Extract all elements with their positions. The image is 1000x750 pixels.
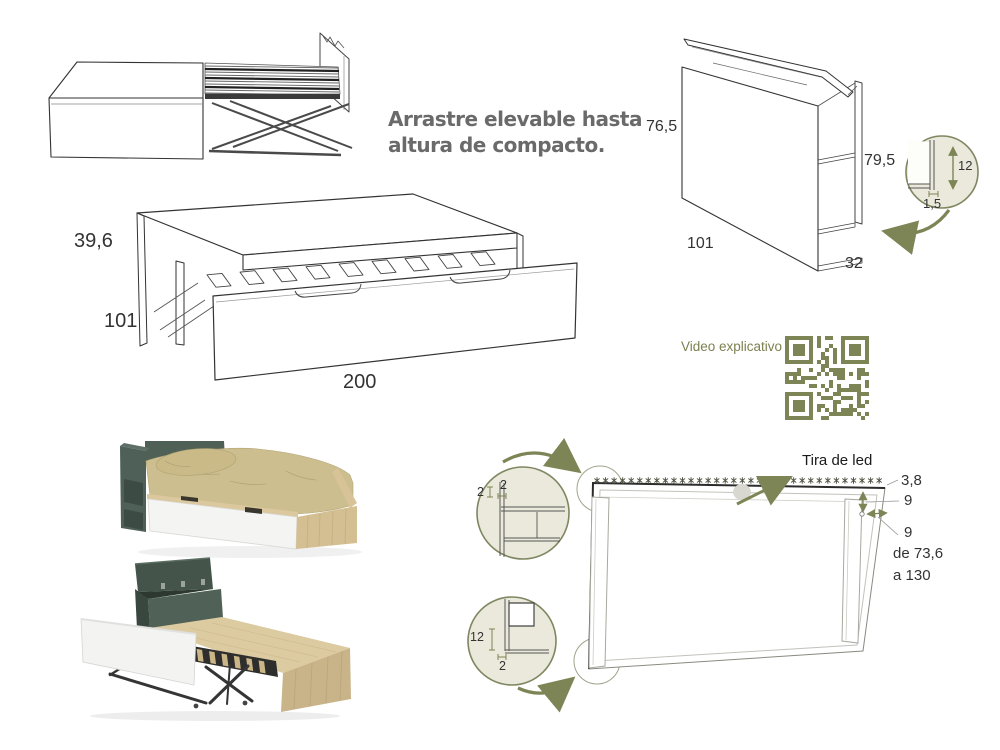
metal-legs bbox=[108, 650, 254, 709]
headboard-cabinet-diagram bbox=[681, 38, 979, 272]
led-panel-diagram bbox=[467, 437, 900, 713]
scissor-legs bbox=[208, 100, 353, 157]
led-strip-offset-label: 3,8 bbox=[901, 472, 922, 489]
bed-length-label: 200 bbox=[343, 371, 377, 393]
side-grain bbox=[293, 650, 343, 710]
curved-arrow-icon bbox=[881, 209, 951, 255]
slat-lines bbox=[204, 65, 340, 96]
bed-height-label: 39,6 bbox=[74, 230, 113, 252]
thickness-bracket bbox=[928, 191, 939, 197]
caption-line-1: Arrastre elevable hasta bbox=[388, 107, 642, 131]
detail-top-width-label: 2 bbox=[500, 478, 507, 492]
curved-arrow-icon bbox=[517, 676, 576, 713]
cabinet-back-height-label: 79,5 bbox=[864, 152, 896, 169]
qr-code bbox=[785, 336, 869, 420]
caption-line-2: altura de compacto. bbox=[388, 133, 605, 157]
cabinet-detail-depth-label: 12 bbox=[958, 158, 973, 173]
led-detail-circle-bottom bbox=[467, 596, 557, 686]
led-dimensions bbox=[858, 479, 900, 536]
dimension-brackets bbox=[487, 486, 507, 499]
wood-grain bbox=[306, 508, 347, 549]
compact-bed-diagram bbox=[136, 193, 578, 381]
video-label: Video explicativo bbox=[681, 339, 783, 354]
bed-photo-closed bbox=[120, 441, 362, 558]
led-strip-label: Tira de led bbox=[802, 452, 873, 469]
curved-arrow-icon bbox=[502, 437, 582, 474]
hinges bbox=[161, 579, 205, 589]
led-height-range-label-1: de 73,6 bbox=[893, 545, 944, 562]
cabinet-width-label: 101 bbox=[687, 235, 714, 252]
bed-width-label: 101 bbox=[104, 310, 138, 332]
pillow bbox=[155, 448, 237, 476]
cabinet-detail-thickness-label: 1,5 bbox=[923, 196, 942, 211]
led-driver-dot bbox=[733, 484, 751, 500]
led-gap-vertical-label: 9 bbox=[904, 492, 913, 509]
dimension-brackets bbox=[489, 628, 507, 660]
scissor-bed-diagram bbox=[48, 32, 353, 160]
detail-top-height-label: 2 bbox=[477, 485, 484, 499]
detail-bottom-thickness-label: 2 bbox=[499, 659, 506, 673]
bed-photo-open bbox=[80, 557, 351, 721]
cabinet-detail-circle bbox=[905, 135, 979, 209]
drawer-rails bbox=[153, 282, 215, 338]
trundle-slats bbox=[206, 251, 496, 288]
cabinet-depth-label: 32 bbox=[845, 255, 863, 272]
led-height-range-label-2: a 130 bbox=[893, 567, 931, 584]
led-gap-horizontal-label: 9 bbox=[904, 524, 913, 541]
led-detail-circle-top bbox=[476, 466, 570, 560]
led-label-arrow-icon bbox=[736, 476, 793, 506]
detail-bottom-depth-label: 12 bbox=[470, 630, 484, 644]
sparkle-led-strip-icon bbox=[594, 477, 883, 484]
cabinet-front-height-label: 76,5 bbox=[646, 118, 678, 135]
